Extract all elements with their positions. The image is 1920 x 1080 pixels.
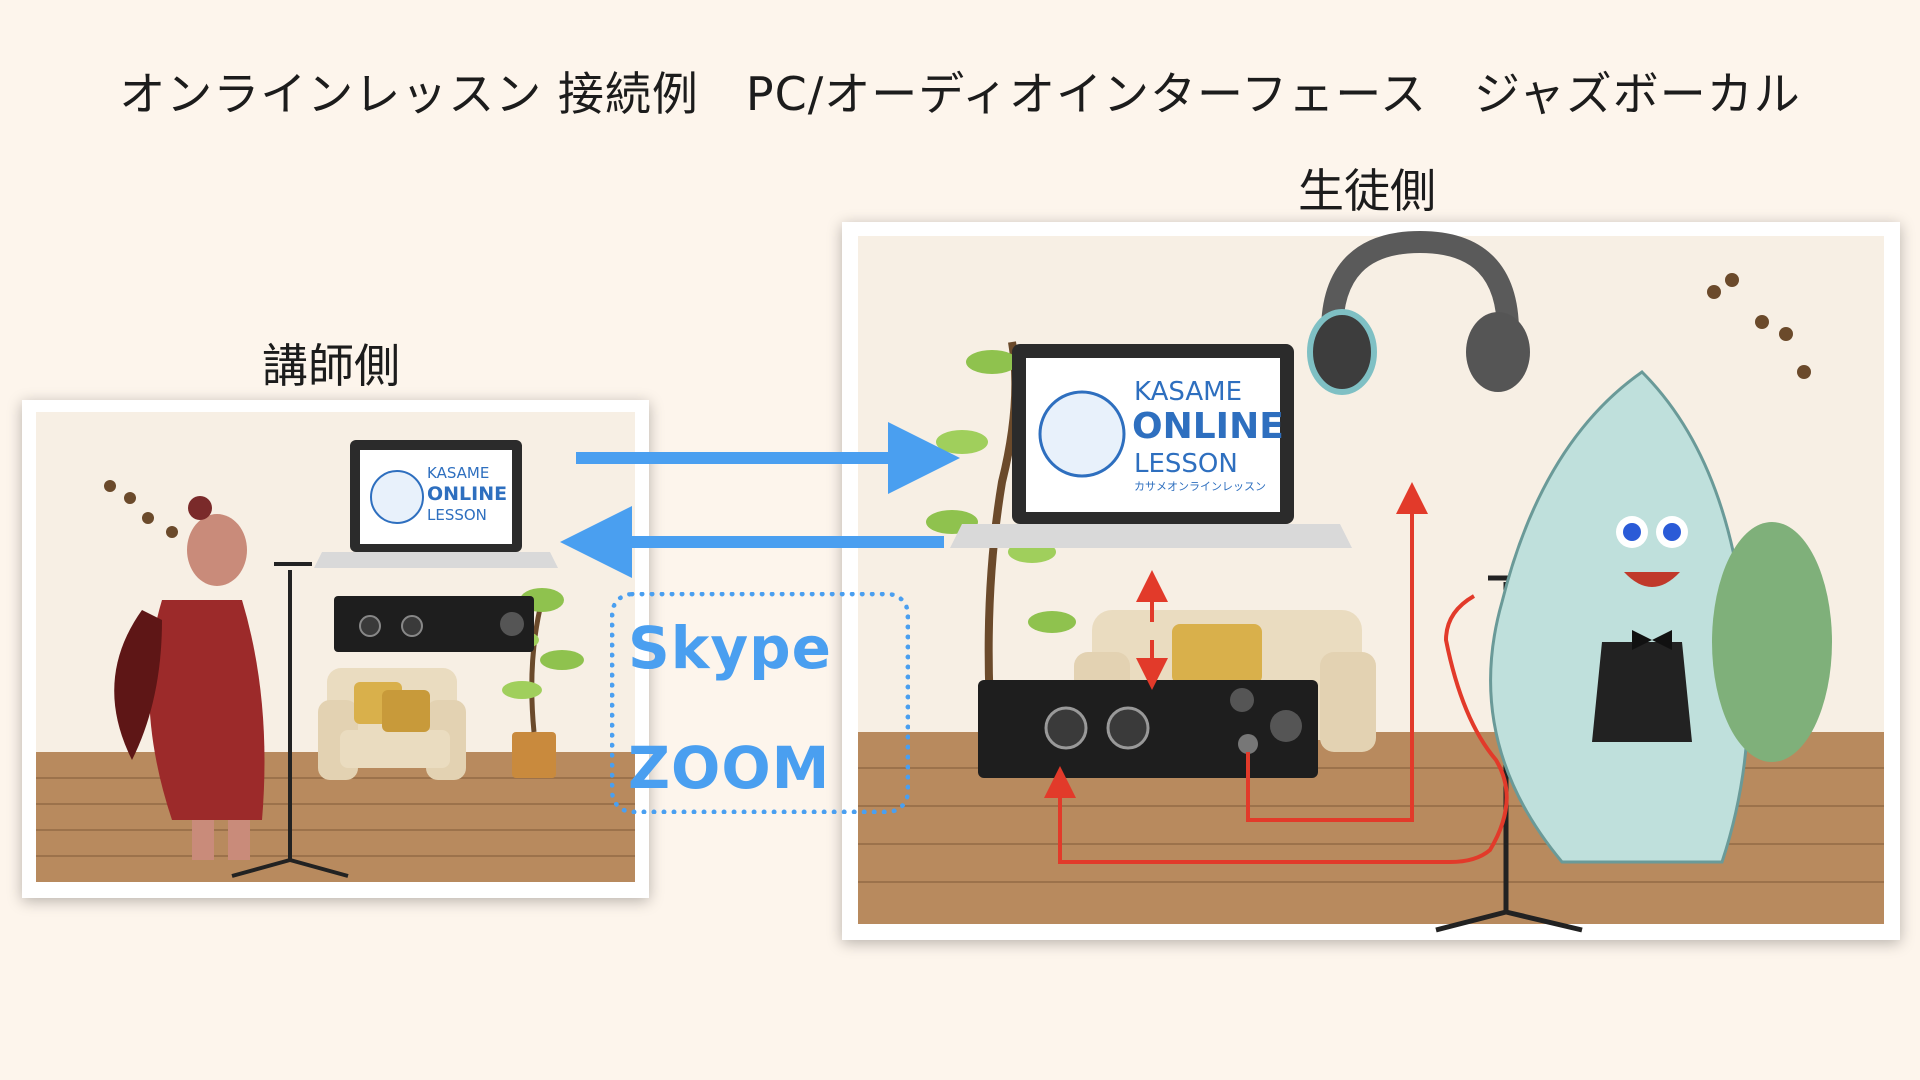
cable-headphones bbox=[1246, 482, 1428, 822]
headphones-icon bbox=[1307, 230, 1530, 395]
diagram-title: オンラインレッスン 接続例 PC/オーディオインターフェース ジャズボーカル bbox=[119, 67, 1801, 121]
teacher-logo-line1: KASAME bbox=[427, 464, 489, 482]
audio-interface-icon bbox=[334, 596, 534, 652]
laptop-icon bbox=[950, 344, 1352, 548]
student-logo-line2: ONLINE bbox=[1132, 406, 1284, 447]
mic-stand-icon bbox=[231, 562, 349, 878]
student-logo-line1: KASAME bbox=[1134, 377, 1242, 407]
music-notes-icon bbox=[104, 480, 178, 538]
music-notes-icon bbox=[1707, 273, 1811, 379]
cable-microphone bbox=[1044, 594, 1509, 864]
teacher-logo-line2: ONLINE bbox=[427, 483, 507, 505]
student-logo-line3: LESSON bbox=[1134, 449, 1238, 479]
zoom-label: ZOOM bbox=[628, 734, 831, 802]
laptop-icon bbox=[314, 440, 558, 568]
shark-singer-icon bbox=[1489, 370, 1832, 864]
audio-interface-icon bbox=[978, 680, 1318, 778]
video-call-services-box bbox=[610, 592, 910, 814]
teacher-logo-line3: LESSON bbox=[427, 506, 487, 524]
student-scene-illustration: KASAME ONLINE LESSON カサメオンラインレッスン bbox=[858, 230, 1884, 933]
teacher-scene-illustration: KASAME ONLINE LESSON bbox=[36, 412, 635, 882]
teacher-side-label: 講師側 bbox=[262, 339, 400, 393]
teacher-scene-panel: KASAME ONLINE LESSON bbox=[22, 400, 649, 898]
teacher-singer-icon bbox=[114, 496, 265, 860]
student-side-label: 生徒側 bbox=[1298, 164, 1436, 218]
skype-label: Skype bbox=[628, 614, 833, 682]
armchair-icon bbox=[318, 668, 466, 780]
student-logo-sub: カサメオンラインレッスン bbox=[1134, 480, 1266, 493]
